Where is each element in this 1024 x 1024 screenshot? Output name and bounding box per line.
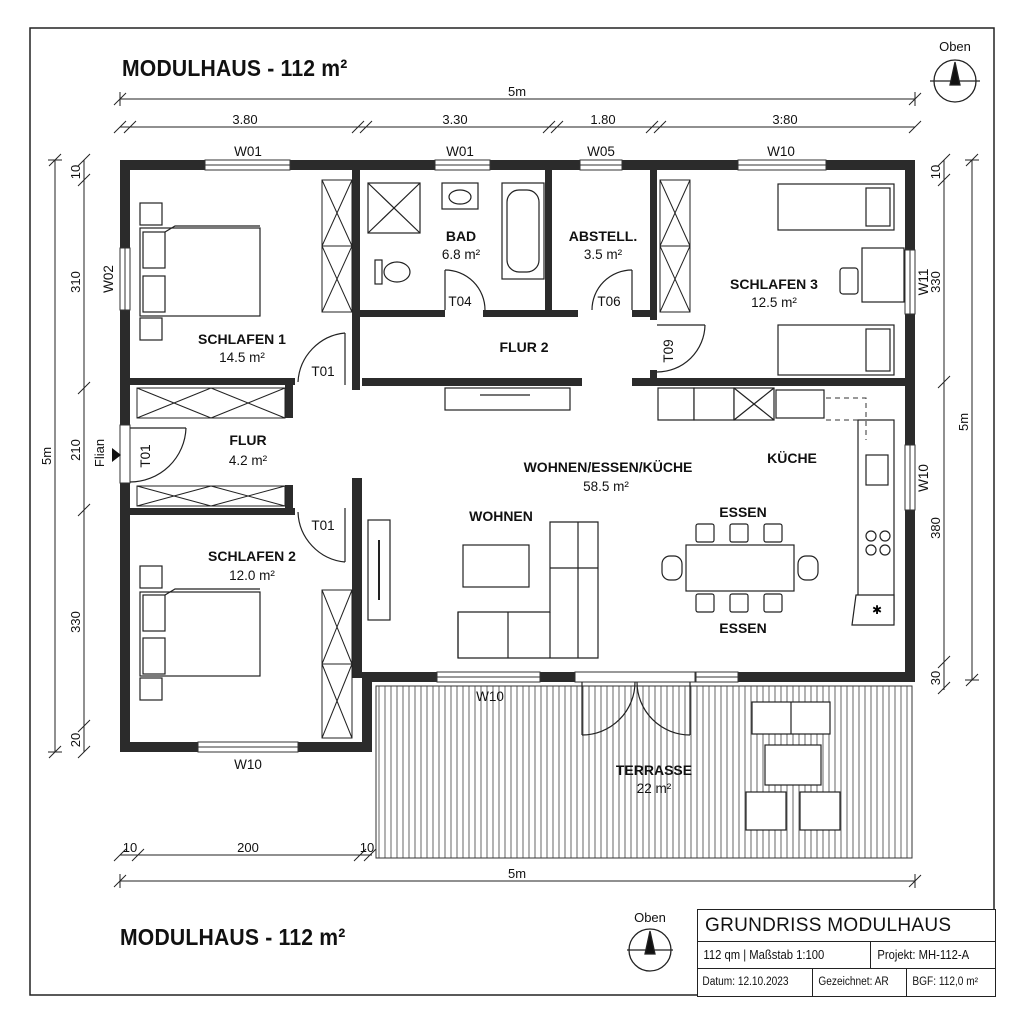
room-area-schlafen2: 12.0 m²	[229, 568, 275, 583]
dim-right-seg-3: 380	[928, 517, 943, 539]
title-block-bgf: BGF: 112,0 m²	[912, 976, 979, 988]
dim-bottom-seg-1: 10	[123, 840, 137, 855]
door-label-schlafen1: T01	[311, 364, 334, 379]
title-block-project: Projekt: MH-112-A	[877, 947, 970, 962]
door-label-abstell: T06	[597, 294, 620, 309]
room-name-bad: BAD	[446, 228, 476, 244]
door-label-entrance: T01	[138, 444, 153, 467]
wardrobes	[136, 179, 691, 739]
room-area-wohnen-essen-kueche: 58.5 m²	[583, 479, 629, 494]
door-label-schlafen3: T09	[661, 339, 676, 362]
window-label-top-2: W01	[446, 144, 474, 159]
dim-left-seg-2: 310	[68, 271, 83, 293]
dim-top-seg-4: 3:80	[772, 112, 797, 127]
north-arrow-icon	[930, 59, 980, 103]
dim-left-seg-1: 10	[68, 165, 83, 179]
doors	[129, 269, 706, 736]
room-name-schlafen1: SCHLAFEN 1	[198, 331, 286, 347]
room-name-abstell: ABSTELL.	[569, 228, 637, 244]
room-name-flur: FLUR	[229, 432, 266, 448]
dim-top-seg-2: 3.30	[442, 112, 467, 127]
room-area-terrasse: 22 m²	[637, 781, 672, 796]
title-block-row-scale: 112 qm | Maßstab 1:100 Projekt: MH-112-A	[698, 941, 995, 969]
dim-bottom-total: 5m	[508, 866, 526, 881]
dim-left-seg-5: 20	[68, 733, 83, 747]
kitchen-upper-cabinets	[826, 397, 867, 440]
dim-left-seg-4: 330	[68, 611, 83, 633]
title-block-title: GRUNDRISS MODULHAUS	[705, 914, 952, 936]
room-name-kueche: KÜCHE	[767, 450, 817, 466]
dim-top-seg-3: 1.80	[590, 112, 615, 127]
title-block-date: Datum: 12.10.2023	[702, 976, 789, 988]
room-area-schlafen1: 14.5 m²	[219, 350, 265, 365]
dim-top-seg-1: 3.80	[232, 112, 257, 127]
dim-bottom-seg-2: 200	[237, 840, 259, 855]
title-block-scale: 112 qm | Maßstab 1:100	[703, 947, 825, 962]
dimension-lines	[48, 92, 979, 888]
north-label-bottom: Oben	[634, 910, 666, 925]
dim-right-seg-2: 330	[928, 271, 943, 293]
terrace-door-gap	[574, 671, 696, 683]
window-label-right-lower: W10	[916, 464, 931, 492]
title-block-drawn: Gezeichnet: AR	[818, 976, 889, 988]
sheet-border	[29, 27, 995, 996]
dim-left-total: 5m	[39, 447, 54, 465]
room-area-bad: 6.8 m²	[442, 247, 481, 262]
north-label-top: Oben	[939, 39, 971, 54]
room-name-schlafen2: SCHLAFEN 2	[208, 548, 296, 564]
title-block-row-title: GRUNDRISS MODULHAUS	[698, 910, 995, 942]
window-label-left: W02	[101, 265, 116, 293]
room-name-wohnen-essen-kueche: WOHNEN/ESSEN/KÜCHE	[524, 459, 693, 475]
door-label-bad: T04	[448, 294, 472, 309]
room-name-flur2: FLUR 2	[500, 339, 549, 355]
entrance-arrow-icon	[112, 448, 121, 462]
room-name-wohnen: WOHNEN	[469, 508, 533, 524]
dim-bottom-seg-3: 10	[360, 840, 374, 855]
title-block: GRUNDRISS MODULHAUS 112 qm | Maßstab 1:1…	[697, 909, 996, 997]
dim-top-total: 5m	[508, 84, 526, 99]
window-label-right-upper: W11	[916, 269, 931, 296]
title-block-row-meta: Datum: 12.10.2023 Gezeichnet: AR BGF: 11…	[698, 968, 995, 996]
room-name-schlafen3: SCHLAFEN 3	[730, 276, 818, 292]
footer-title: MODULHAUS - 112 m²	[120, 924, 346, 950]
north-arrow-bottom-icon	[627, 928, 673, 972]
page-title: MODULHAUS - 112 m²	[122, 55, 348, 81]
window-label-top-1: W01	[234, 144, 262, 159]
window-label-top-3: W05	[587, 144, 615, 159]
dim-right-seg-1: 10	[928, 165, 943, 179]
room-area-schlafen3: 12.5 m²	[751, 295, 797, 310]
room-name-terrasse: TERRASSE	[616, 762, 692, 778]
room-area-abstell: 3.5 m²	[584, 247, 623, 262]
door-label-schlafen2: T01	[311, 518, 334, 533]
entrance-label: Flian	[92, 439, 107, 467]
dim-left-seg-3: 210	[68, 439, 83, 461]
windows	[119, 159, 916, 753]
plan-labels: 5m 3.80 3.30 1.80 3:80 5m 10 200 10 5m 1…	[39, 39, 971, 925]
window-label-living: W10	[476, 689, 504, 704]
room-area-flur: 4.2 m²	[229, 453, 268, 468]
furniture	[139, 182, 905, 831]
room-name-essen-bottom: ESSEN	[719, 620, 766, 636]
dim-right-total: 5m	[956, 413, 971, 431]
window-label-bed2: W10	[234, 757, 262, 772]
room-name-essen-top: ESSEN	[719, 504, 766, 520]
fridge-icon: ✱	[872, 603, 882, 617]
window-label-top-4: W10	[767, 144, 795, 159]
dim-right-seg-4: 30	[928, 671, 943, 685]
